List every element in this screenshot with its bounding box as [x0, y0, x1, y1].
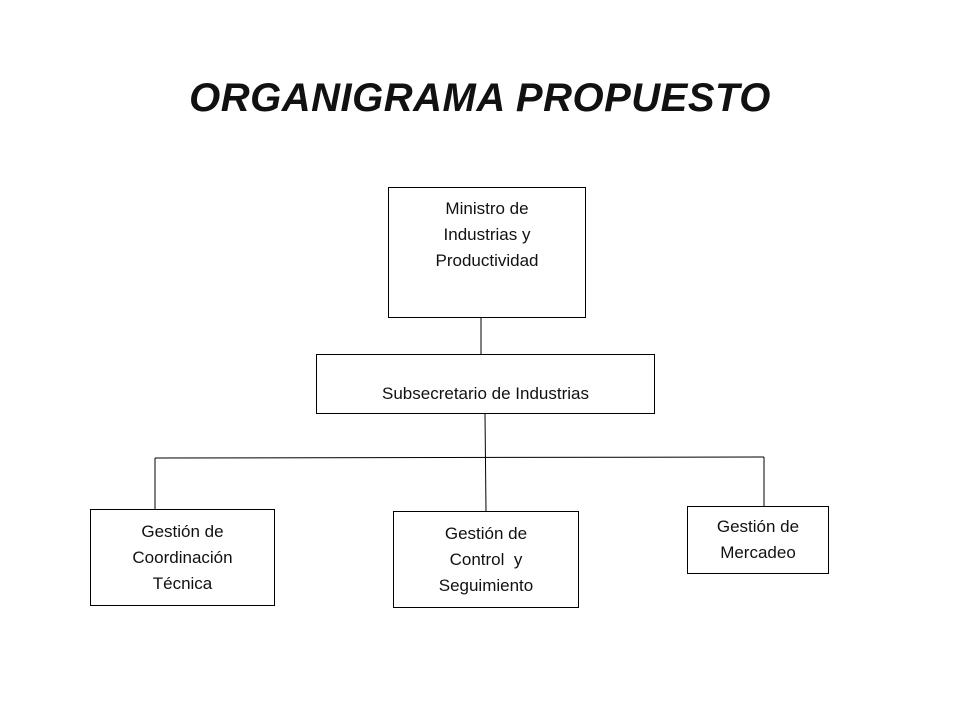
node-control: Gestión de Control y Seguimiento: [393, 511, 579, 608]
node-control-line-3: Seguimiento: [438, 575, 534, 595]
node-mercadeo: Gestión de Mercadeo: [687, 506, 829, 574]
edge-horizontal-bus: [154, 456, 765, 459]
node-ministro-line-2: Industrias y: [443, 225, 531, 244]
node-mercadeo-line-1: Gestión de: [716, 517, 800, 536]
edge-subsecretario-trunk: [484, 413, 487, 512]
node-control-line-2: Control y: [449, 549, 523, 569]
node-mercadeo-line-2: Mercadeo: [720, 543, 796, 562]
node-coordinacion-line-3: Técnica: [152, 573, 213, 593]
node-coordinacion-line-2: Coordinación: [132, 547, 233, 567]
node-ministro-line-1: Ministro de: [445, 199, 529, 218]
node-control-line-1: Gestión de: [444, 523, 528, 543]
node-ministro-line-3: Productividad: [435, 251, 539, 270]
diagram-title: ORGANIGRAMA PROPUESTO: [189, 76, 771, 120]
node-subsecretario: Subsecretario de Industrias: [316, 354, 655, 414]
node-ministro: Ministro de Industrias y Productividad: [388, 187, 586, 318]
node-coordinacion: Gestión de Coordinación Técnica: [90, 509, 275, 606]
node-coordinacion-line-1: Gestión de: [141, 521, 224, 541]
node-subsecretario-line-1: Subsecretario de Industrias: [382, 384, 589, 403]
